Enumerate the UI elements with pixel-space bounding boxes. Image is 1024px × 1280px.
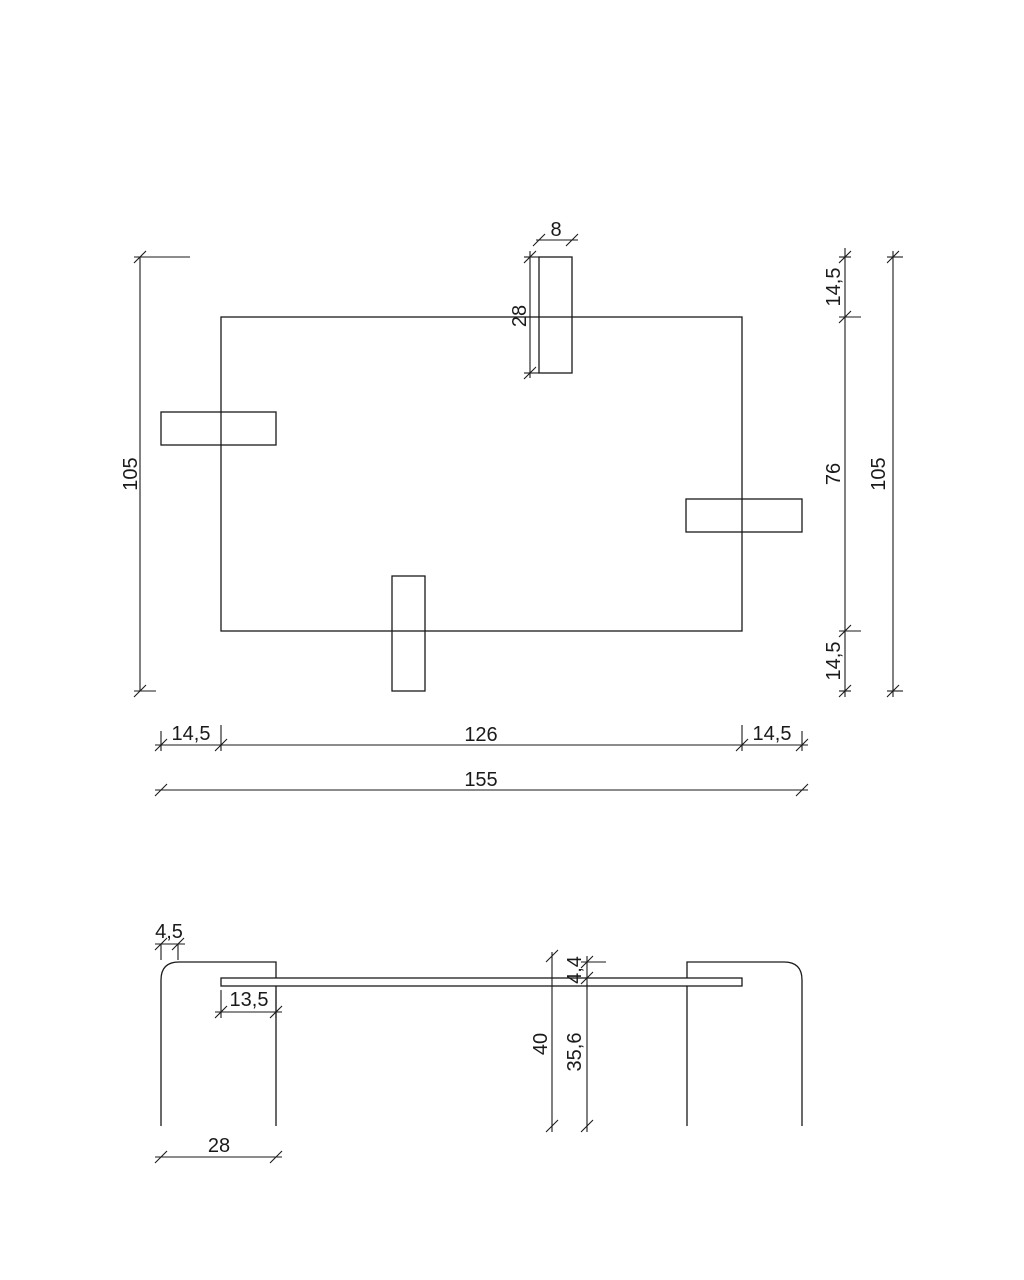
dimension-top-radius: 4,5: [154, 921, 185, 960]
dim-label-13-5: 13,5: [230, 989, 269, 1011]
leg-bottom: [391, 575, 426, 692]
dimension-total-depth-right: 105: [868, 250, 903, 698]
dim-label-105-left: 105: [120, 457, 142, 490]
dimension-total-depth-left: 105: [120, 250, 190, 698]
dimension-leg-width: 8: [532, 219, 579, 247]
dim-label-14-5-top: 14,5: [823, 268, 845, 307]
dimension-top-thickness: 4,4: [564, 955, 606, 990]
dimension-leg-width-elevation: 28: [154, 1135, 283, 1164]
dim-label-35-6: 35,6: [564, 1033, 586, 1072]
dimension-leg-height: 35,6: [564, 984, 594, 1133]
leg-top: [538, 256, 573, 374]
plan-view: [160, 256, 803, 692]
dimension-total-height: 40: [530, 949, 559, 1133]
dimension-insert-depth: 13,5: [214, 989, 283, 1019]
dim-label-14-5-bottom: 14,5: [823, 642, 845, 681]
dim-label-40: 40: [530, 1033, 552, 1055]
dim-label-14-5-left: 14,5: [172, 723, 211, 745]
dim-label-105-right: 105: [868, 457, 890, 490]
dim-label-126: 126: [464, 724, 497, 746]
table-top-outline: [220, 316, 743, 632]
dimension-leg-length: 28: [509, 250, 539, 380]
glass-top-section: [220, 977, 743, 987]
leg-left: [160, 411, 277, 446]
dimension-chain-bottom: 14,5 126 14,5: [154, 723, 809, 752]
dim-label-28-plan: 28: [509, 305, 531, 327]
dim-label-14-5-right: 14,5: [753, 723, 792, 745]
elevation-view: [160, 961, 803, 1126]
dim-label-28-elevation: 28: [208, 1135, 230, 1157]
dim-label-8: 8: [550, 219, 561, 241]
dim-label-155: 155: [464, 769, 497, 791]
dim-label-4-4: 4,4: [564, 956, 586, 984]
leg-profile-right: [686, 961, 803, 1126]
dim-label-76: 76: [823, 463, 845, 485]
dimension-total-length: 155: [154, 769, 809, 797]
dimension-chain-right: 14,5 76 14,5: [823, 248, 861, 698]
dim-label-4-5: 4,5: [155, 921, 183, 943]
leg-right: [685, 498, 803, 533]
leg-profile-left: [160, 961, 277, 1126]
